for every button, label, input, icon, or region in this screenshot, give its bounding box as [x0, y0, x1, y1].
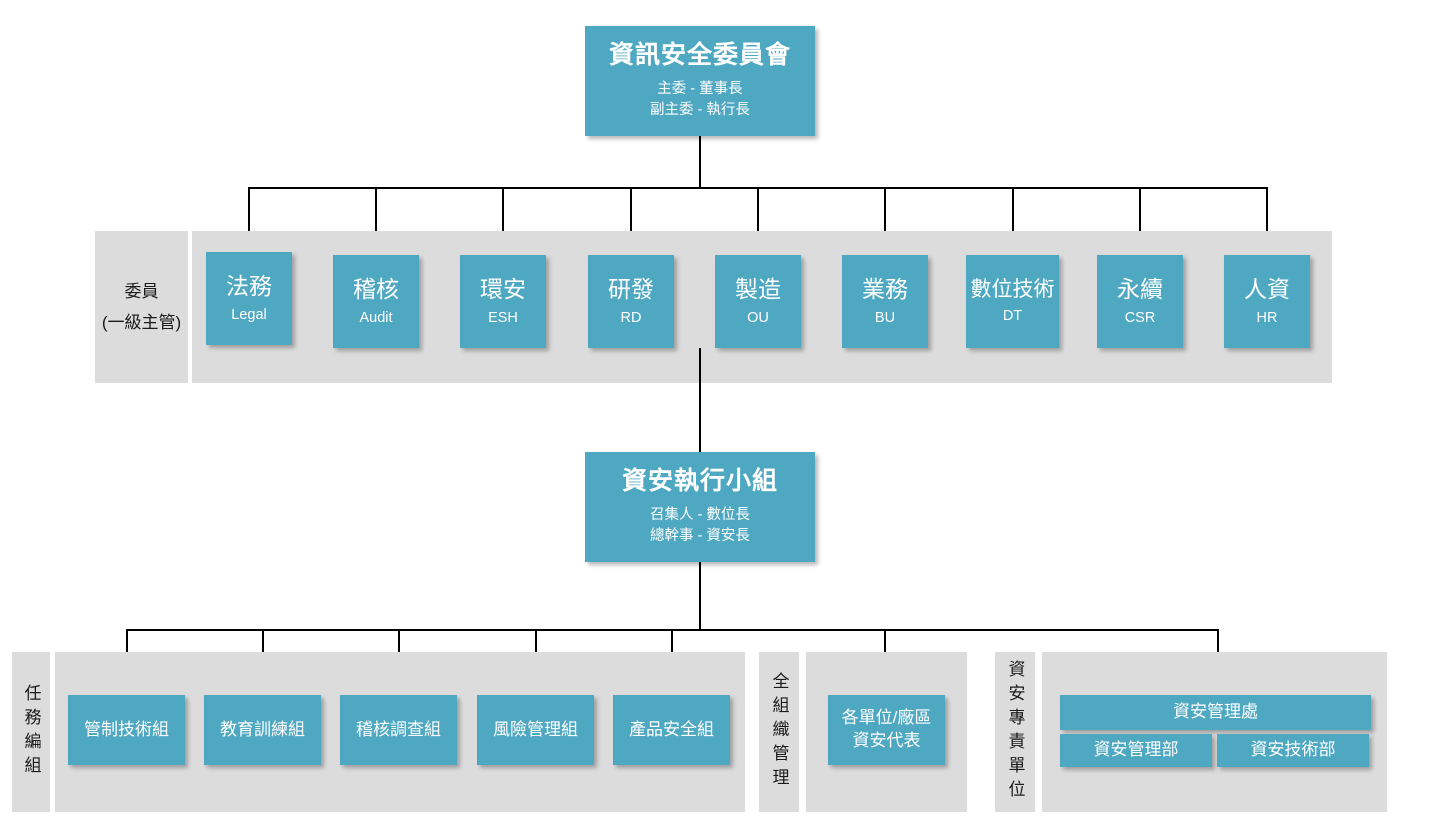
dept-box-csr[interactable]: 永續 CSR	[1097, 255, 1183, 348]
dept-name-en: ESH	[488, 309, 518, 326]
dept-name-cn: 稽核	[353, 276, 399, 303]
task-group-label: 產品安全組	[629, 719, 714, 739]
dedicated-unit-label-column: 資安專責單位	[995, 652, 1035, 812]
dedicated-unit-security-technology-dept[interactable]: 資安技術部	[1217, 734, 1369, 767]
node-subtitle-line1: 主委 - 董事長	[657, 81, 743, 98]
dept-name-cn: 法務	[226, 273, 272, 300]
committee-label-line2: (一級主管)	[101, 313, 182, 332]
connector-top-stem	[699, 136, 701, 188]
org-wide-security-representative[interactable]: 各單位/廠區 資安代表	[828, 695, 945, 765]
dept-box-legal[interactable]: 法務 Legal	[206, 252, 292, 345]
rep-label-line2: 資安代表	[852, 731, 921, 750]
node-title: 資安執行小組	[621, 466, 778, 495]
dept-box-esh[interactable]: 環安 ESH	[460, 255, 546, 348]
dept-name-cn: 業務	[862, 276, 908, 303]
dept-name-en: Audit	[359, 309, 393, 326]
dedicated-unit-security-management-dept[interactable]: 資安管理部	[1060, 734, 1212, 767]
dept-box-dt[interactable]: 數位技術 DT	[966, 255, 1059, 348]
dept-name-en: HR	[1256, 309, 1278, 326]
dept-name-en: Legal	[231, 306, 267, 323]
dept-name-cn: 環安	[480, 276, 526, 303]
dept-name-en: CSR	[1124, 309, 1156, 326]
dept-name-cn: 永續	[1117, 276, 1163, 303]
connector-drop-rd	[630, 187, 632, 252]
rep-label-line1: 各單位/廠區	[841, 708, 932, 728]
connector-drop-esh	[502, 187, 504, 252]
dept-name-en: OU	[747, 309, 769, 326]
subunit-label: 資安技術部	[1250, 740, 1336, 760]
committee-label-line1: 委員	[124, 281, 159, 301]
dedicated-unit-head-division[interactable]: 資安管理處	[1060, 695, 1371, 730]
task-group-label: 管制技術組	[84, 719, 169, 739]
task-group-risk-management[interactable]: 風險管理組	[477, 695, 594, 765]
dept-box-ou[interactable]: 製造 OU	[715, 255, 801, 348]
node-subtitle-line1: 召集人 - 數位長	[650, 507, 750, 524]
node-subtitle-line2: 副主委 - 執行長	[650, 102, 750, 119]
dept-name-cn: 人資	[1244, 276, 1290, 303]
unit-head-label: 資安管理處	[1173, 702, 1258, 722]
task-group-audit-investigation[interactable]: 稽核調查組	[340, 695, 457, 765]
task-group-label: 稽核調查組	[356, 719, 441, 739]
task-group-label: 教育訓練組	[220, 719, 305, 739]
connector-drop-csr	[1139, 187, 1141, 252]
dept-box-audit[interactable]: 稽核 Audit	[333, 255, 419, 348]
committee-label-column: 委員 (一級主管)	[95, 231, 188, 383]
connector-drop-bu	[884, 187, 886, 252]
dept-name-cn: 數位技術	[970, 277, 1055, 301]
dept-name-cn: 製造	[735, 276, 781, 303]
dept-box-hr[interactable]: 人資 HR	[1224, 255, 1310, 348]
connector-drop-audit	[375, 187, 377, 252]
dept-box-bu[interactable]: 業務 BU	[842, 255, 928, 348]
dept-name-en: RD	[620, 309, 642, 326]
subunit-label: 資安管理部	[1093, 740, 1179, 760]
node-subtitle-line2: 總幹事 - 資安長	[650, 528, 750, 545]
task-group-education-training[interactable]: 教育訓練組	[204, 695, 321, 765]
node-information-security-committee[interactable]: 資訊安全委員會 主委 - 董事長 副主委 - 執行長	[585, 26, 815, 136]
dept-name-en: BU	[874, 309, 896, 326]
connector-drop-hr	[1266, 187, 1268, 252]
task-group-product-security[interactable]: 產品安全組	[613, 695, 730, 765]
connector-task-force-stem	[699, 562, 701, 630]
connector-committee-to-task-force	[699, 348, 701, 453]
task-groups-label-column: 任務編組	[12, 652, 50, 812]
dept-name-cn: 研發	[608, 276, 654, 303]
dedicated-unit-label: 資安專責單位	[1005, 660, 1025, 804]
dedicated-unit-panel	[1042, 652, 1387, 812]
task-group-control-technology[interactable]: 管制技術組	[68, 695, 185, 765]
dept-box-rd[interactable]: 研發 RD	[588, 255, 674, 348]
connector-drop-dt	[1012, 187, 1014, 252]
connector-drop-ou	[757, 187, 759, 252]
task-group-label: 風險管理組	[493, 719, 578, 739]
org-wide-label: 全組織管理	[769, 672, 789, 792]
task-groups-label: 任務編組	[21, 684, 41, 780]
dept-name-en: DT	[1002, 308, 1023, 325]
node-security-execution-team[interactable]: 資安執行小組 召集人 - 數位長 總幹事 - 資安長	[585, 452, 815, 562]
org-wide-label-column: 全組織管理	[759, 652, 799, 812]
connector-drop-legal	[248, 187, 250, 252]
node-title: 資訊安全委員會	[608, 40, 791, 69]
